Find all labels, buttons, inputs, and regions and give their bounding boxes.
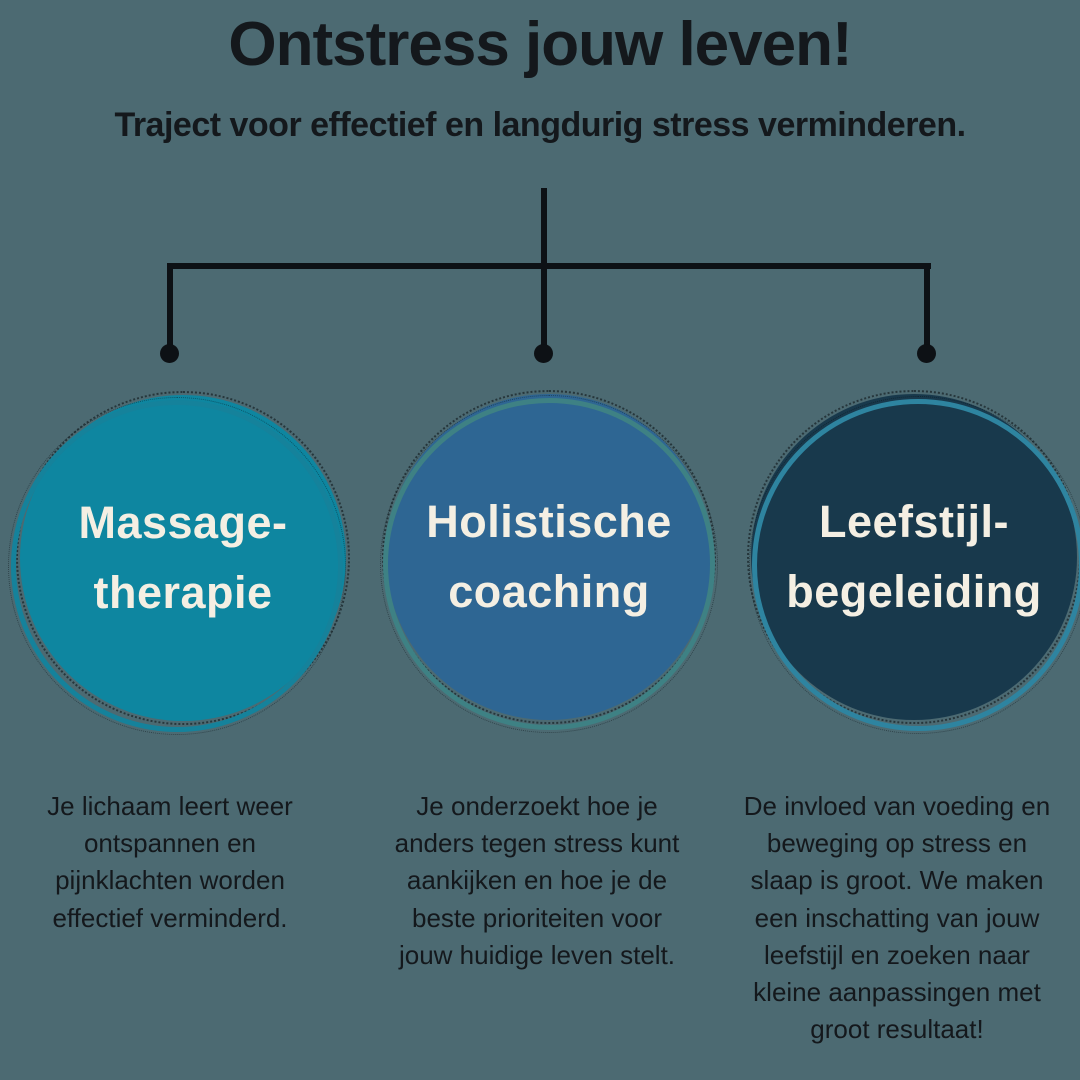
description-holistische-coaching: Je onderzoekt hoe je anders tegen stress… <box>394 791 680 970</box>
connector-crossbar <box>167 263 931 269</box>
circle-massage-therapie: Massage- therapie <box>8 391 350 735</box>
description-massage-therapie: Je lichaam leert weer ontspannen en pijn… <box>47 791 293 933</box>
connector-trunk <box>541 188 547 356</box>
circle-holistische-coaching: Holistische coaching <box>380 390 718 733</box>
circle-label-massage-therapie: Massage- therapie <box>78 497 288 618</box>
connector-dot-right <box>917 344 936 363</box>
connector-drop-left <box>167 263 173 355</box>
page-title: Ontstress jouw leven! <box>228 10 852 79</box>
page-subtitle: Traject voor effectief en langdurig stre… <box>114 106 966 144</box>
description-leefstijl-begeleiding: De invloed van voeding en beweging op st… <box>743 791 1051 1045</box>
circle-label-holistische-coaching: Holistische coaching <box>426 496 672 617</box>
circle-leefstijl-begeleiding: Leefstijl- begeleiding <box>747 390 1080 734</box>
connector-dot-center <box>534 344 553 363</box>
circle-label-leefstijl-begeleiding: Leefstijl- begeleiding <box>786 496 1042 617</box>
connector-dot-left <box>160 344 179 363</box>
connector-drop-right <box>924 263 930 355</box>
